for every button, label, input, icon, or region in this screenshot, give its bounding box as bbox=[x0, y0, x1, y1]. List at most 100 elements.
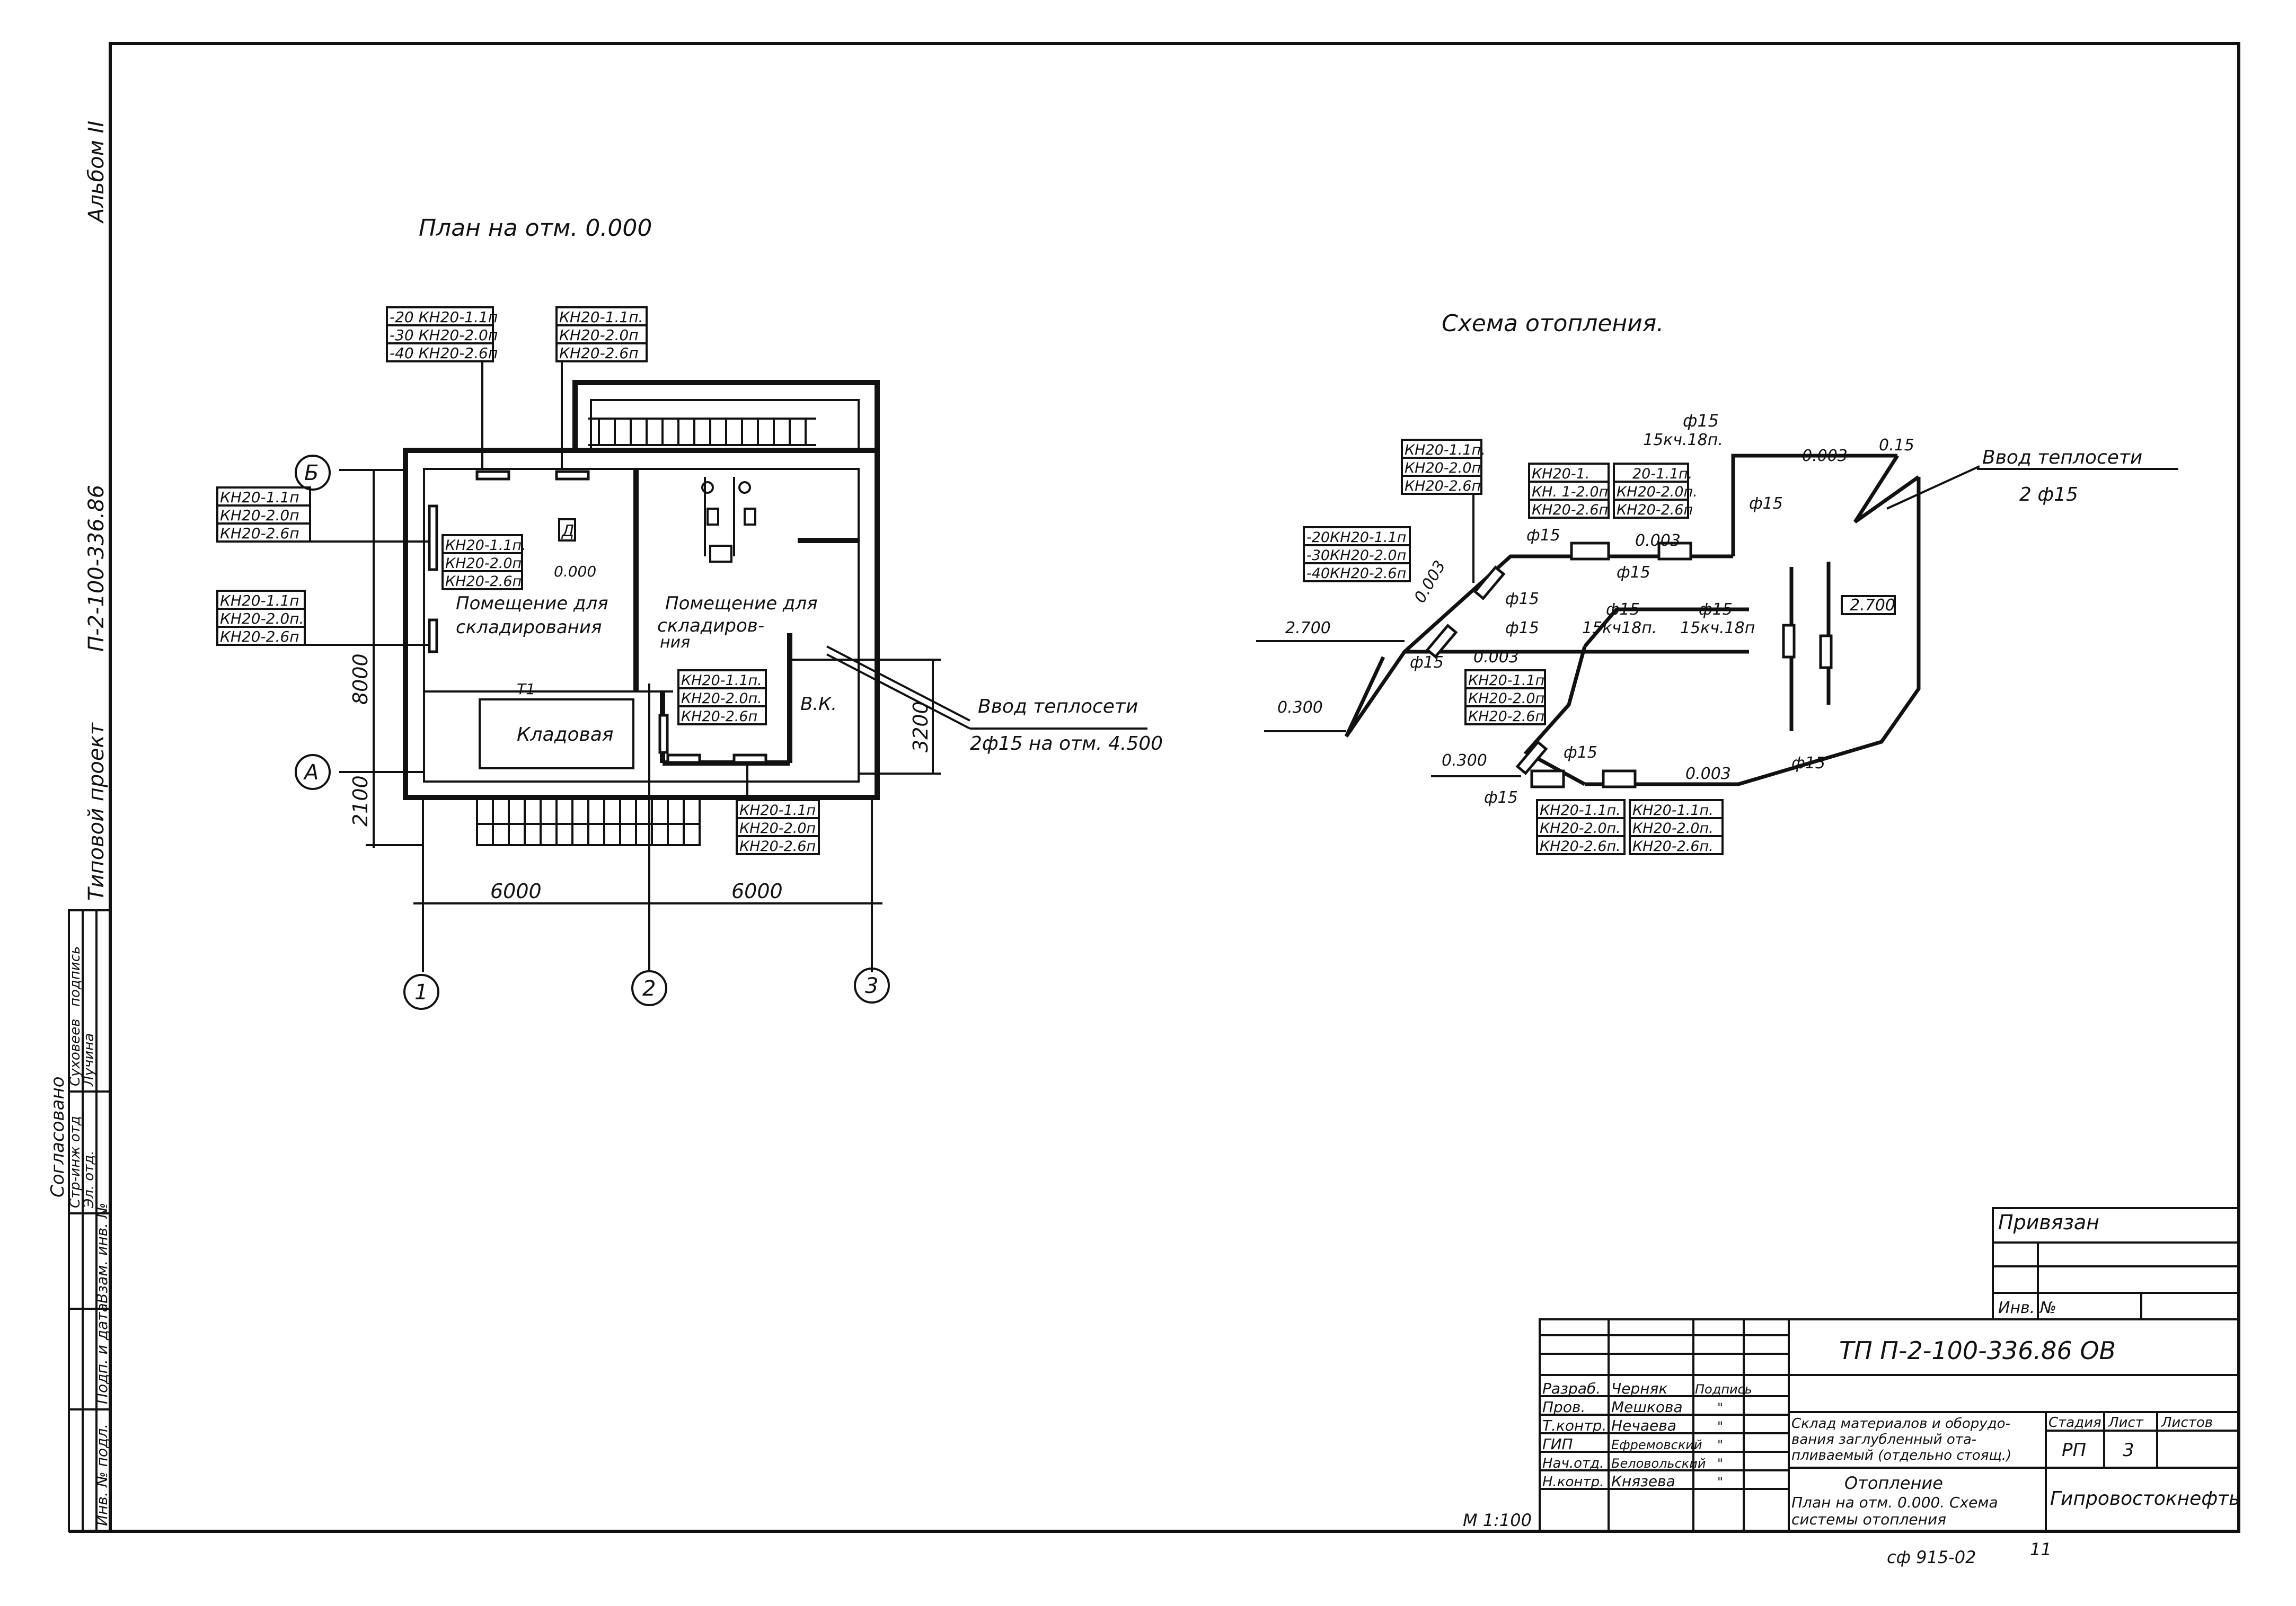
scheme-radiators bbox=[1425, 542, 1833, 788]
side-strip: Альбом II Типовой проект П-2-100-336.86 … bbox=[47, 121, 111, 1532]
scheme-level-2: 0.300 bbox=[1277, 698, 1323, 717]
room-storage-1-line1: Помещение для bbox=[456, 593, 608, 614]
scheme-tag-2-3: -40КН20-2.6п bbox=[1306, 565, 1406, 582]
plan-tag-ll-1: КН20-1.1п bbox=[220, 592, 299, 609]
axis-1: 1 bbox=[414, 980, 428, 1005]
scheme-tag-4: 20-1.1п. КН20-2.0п. КН20-2.6п bbox=[1613, 463, 1698, 519]
plan-tag-r1-1: КН20-1.1п. bbox=[445, 537, 526, 554]
room-storage-1-line2: складирования bbox=[456, 617, 602, 638]
tb-name-3: Нечаева bbox=[1611, 1417, 1676, 1434]
tb-role-2: Пров. bbox=[1542, 1398, 1585, 1416]
tb-sign-1: Подпись bbox=[1695, 1382, 1752, 1397]
tb-scale: М 1:100 bbox=[1463, 1510, 1532, 1530]
scheme-pipe-label-5: 0.15 bbox=[1879, 436, 1914, 455]
heating-scheme: Схема отопления. bbox=[1256, 310, 2178, 855]
mark-t1: Т1 bbox=[517, 680, 535, 698]
plan-tag-tm-3: КН20-2.6п bbox=[559, 344, 639, 362]
plan-tag-ll-3: КН20-2.6п bbox=[220, 628, 299, 645]
radiators bbox=[428, 470, 767, 764]
scheme-tag-6-1: КН20-1.1п. bbox=[1540, 802, 1621, 819]
plan-tag-r1-3: КН20-2.6п bbox=[445, 573, 522, 590]
axis-2: 2 bbox=[642, 977, 656, 1001]
scheme-tag-1-2: КН20-2.0п bbox=[1405, 460, 1481, 476]
tb-sign-2: " bbox=[1717, 1400, 1723, 1415]
sheet-frame bbox=[69, 42, 2240, 1533]
tb-sheet-title-1: Отопление bbox=[1844, 1473, 1943, 1493]
plan-tag-lu-3: КН20-2.6п bbox=[220, 525, 299, 542]
tb-sign-3: " bbox=[1717, 1419, 1723, 1434]
scheme-title: Схема отопления. bbox=[1442, 310, 1664, 337]
scheme-pipe-label-19: 0.003 bbox=[1685, 765, 1731, 783]
room-pantry: Кладовая bbox=[517, 724, 613, 746]
scheme-pipe-label-3: ф15 bbox=[1749, 494, 1783, 513]
scheme-pipe-label-9: ф15 bbox=[1505, 590, 1539, 608]
tb-role-1: Разраб. bbox=[1542, 1380, 1601, 1397]
tb-code: ТП П-2-100-336.86 ОВ bbox=[1839, 1336, 2116, 1365]
stamp-replace-inv: Взам. инв. № bbox=[93, 1203, 111, 1303]
plan-tag-tl-1: -20 КН20-1.1п bbox=[390, 308, 498, 326]
tb-role-4: ГИП bbox=[1542, 1435, 1573, 1453]
plan-tag-left-upper: КН20-1.1п КН20-2.0п КН20-2.6п bbox=[216, 486, 429, 543]
tb-object-2: вания заглубленный ота- bbox=[1791, 1432, 1976, 1448]
agreed-label: Согласовано bbox=[47, 1077, 68, 1197]
scheme-pipe-label-15: 15кч.18п bbox=[1680, 619, 1755, 637]
plan-tag-left-lower: КН20-1.1п КН20-2.0п. КН20-2.6п bbox=[216, 590, 429, 646]
scheme-tag-7-2: КН20-2.0п. bbox=[1632, 820, 1714, 837]
plan-inlet-line2: 2ф15 на отм. 4.500 bbox=[970, 733, 1163, 755]
tb-footer: сф 915-02 bbox=[1887, 1547, 1976, 1567]
dim-v-8000: 8000 bbox=[349, 653, 372, 705]
scheme-pipe-label-4: 0.003 bbox=[1802, 447, 1848, 465]
agree-role-2: Эл. отд. bbox=[81, 1150, 97, 1209]
plan-tag-top-mid: КН20-1.1п. КН20-2.0п КН20-2.6п bbox=[555, 306, 648, 469]
dim-v-3200: 3200 bbox=[909, 701, 932, 752]
plan-tag-top-left: -20 КН20-1.1п -30 КН20-2.0п -40 КН20-2.6… bbox=[386, 306, 498, 469]
agree-name-2: Лучина bbox=[81, 1033, 97, 1087]
tb-name-2: Мешкова bbox=[1611, 1398, 1683, 1416]
floor-plan: План на отм. 0.000 bbox=[216, 215, 1163, 1010]
dim-h-1: 6000 bbox=[490, 880, 542, 903]
dim-h-2: 6000 bbox=[731, 880, 783, 903]
tb-org: Гипровостокнефть bbox=[2050, 1488, 2240, 1510]
tb-object-3: пливаемый (отдельно стоящ.) bbox=[1791, 1448, 2011, 1463]
scheme-tag-2-1: -20КН20-1.1п bbox=[1306, 529, 1406, 546]
tb-footer-num: 11 bbox=[2030, 1539, 2052, 1559]
plan-tag-tl-3: -40 КН20-2.6п bbox=[390, 344, 498, 362]
scheme-tag-5: КН20-1.1п КН20-2.0п КН20-2.6п bbox=[1464, 669, 1546, 725]
plan-tag-tl-2: -30 КН20-2.0п bbox=[390, 326, 498, 344]
mark-d: Д bbox=[561, 522, 574, 540]
tb-name-1: Черняк bbox=[1611, 1380, 1667, 1397]
scheme-pipe-label-13: 15кч18п. bbox=[1582, 619, 1657, 637]
scheme-pipe-label-1: ф15 bbox=[1683, 411, 1719, 431]
plan-tag-room2: КН20-1.1п. КН20-2.0п. КН20-2.6п bbox=[677, 669, 767, 725]
tb-role-6: Н.контр. bbox=[1542, 1474, 1604, 1490]
scheme-tag-6-3: КН20-2.6п. bbox=[1540, 838, 1621, 855]
tb-col-sheets: Листов bbox=[2161, 1415, 2213, 1431]
stair-bottom bbox=[476, 796, 701, 846]
title-block: Привязан Инв. № ТП П-2-100-336.86 ОВ Раз… bbox=[1463, 1207, 2240, 1567]
scheme-pipe-label-8: 0.003 bbox=[1635, 531, 1681, 550]
scheme-tag-4-1: 20-1.1п. bbox=[1632, 466, 1692, 482]
plan-inlet-line1: Ввод теплосети bbox=[978, 696, 1138, 717]
scheme-level-3: 0.300 bbox=[1442, 751, 1487, 770]
scheme-tag-7-3: КН20-2.6п. bbox=[1632, 838, 1714, 855]
scheme-pipe-label-2: 15кч.18п. bbox=[1643, 431, 1723, 449]
scheme-pipe-label-20: ф15 bbox=[1484, 788, 1518, 807]
scheme-pipe-label-16: 0.003 bbox=[1473, 648, 1519, 667]
scheme-pipes bbox=[1256, 454, 1921, 786]
axis-b: Б bbox=[304, 461, 319, 485]
tb-sign-5: " bbox=[1717, 1456, 1723, 1471]
axis-3: 3 bbox=[865, 974, 878, 998]
scheme-tag-6: КН20-1.1п. КН20-2.0п. КН20-2.6п. bbox=[1536, 799, 1626, 855]
stamp-sign-date: Подп. и дата bbox=[93, 1303, 111, 1404]
plan-tag-r2-1: КН20-1.1п. bbox=[681, 672, 762, 689]
agree-sign-label: подпись bbox=[67, 946, 83, 1007]
tb-bound: Привязан bbox=[1998, 1211, 2099, 1234]
scheme-pipe-label-14: ф15 bbox=[1699, 600, 1733, 619]
scheme-pipe-label-18: ф15 bbox=[1564, 743, 1597, 762]
plan-tag-r2-2: КН20-2.0п. bbox=[681, 690, 762, 707]
tb-stage: РП bbox=[2062, 1440, 2086, 1461]
scheme-tag-4-2: КН20-2.0п. bbox=[1617, 484, 1698, 500]
scheme-pipe-label-21: ф15 bbox=[1791, 754, 1825, 773]
scheme-tag-3-2: КН. 1-2.0п bbox=[1532, 484, 1608, 500]
